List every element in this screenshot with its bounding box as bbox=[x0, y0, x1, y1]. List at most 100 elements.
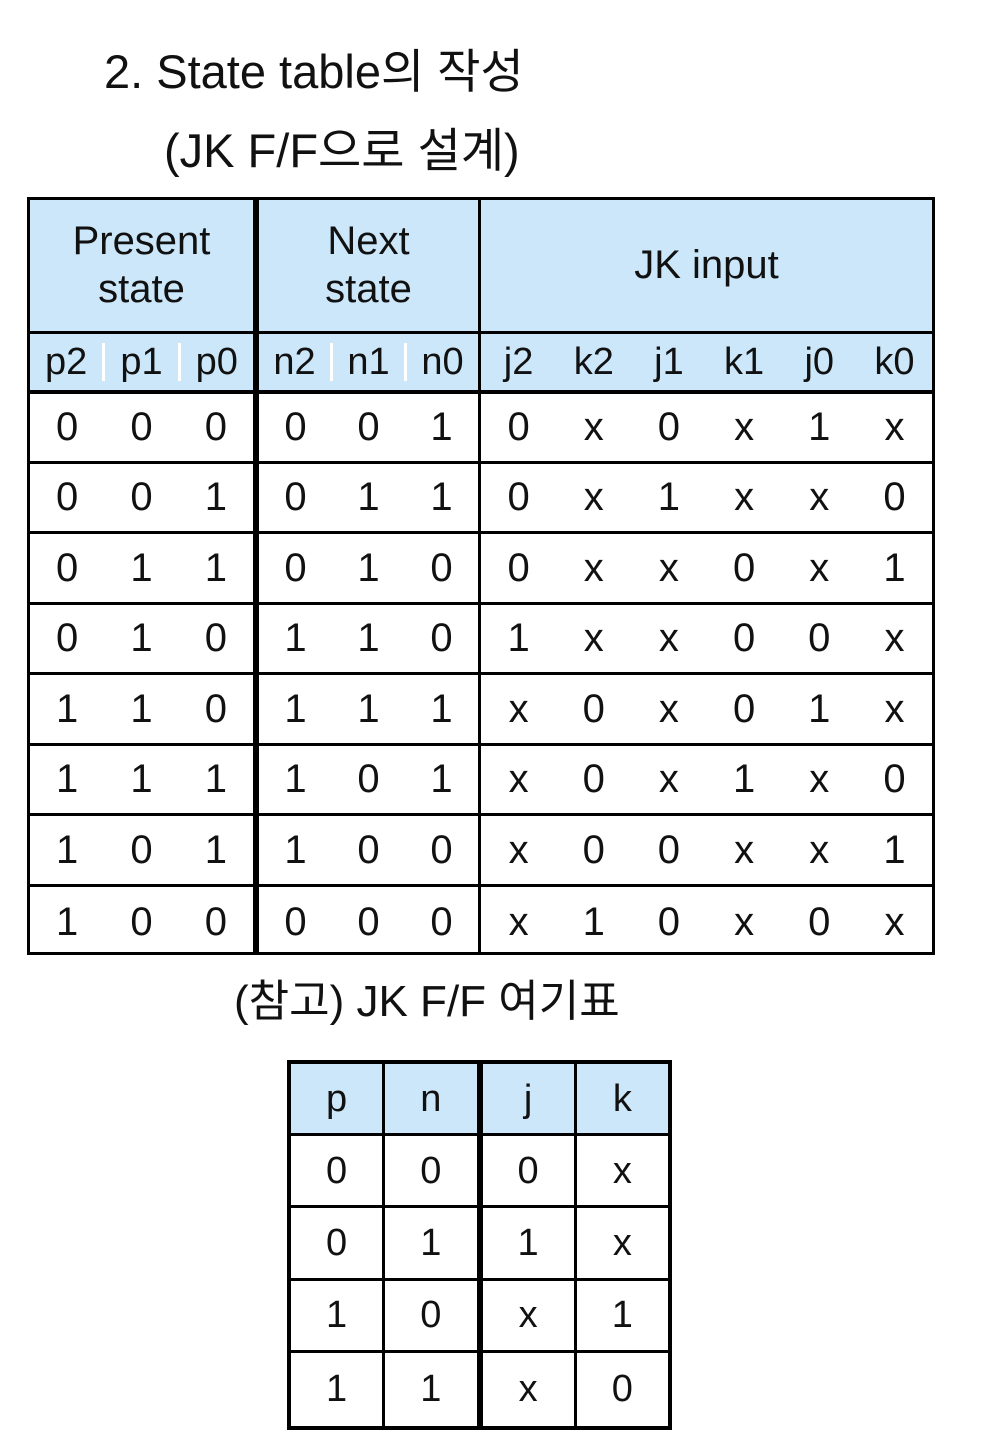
group-header-jk-input-line1: JK input bbox=[634, 242, 779, 287]
state-table-group-header-row: Present state Next state JK input bbox=[30, 200, 932, 331]
cell-next-state-2: 1 bbox=[357, 616, 380, 661]
rule-under-group-header bbox=[30, 331, 932, 334]
cell-jk-input-6: 0 bbox=[883, 757, 906, 802]
excitation-cell-p-3: 1 bbox=[291, 1280, 386, 1351]
state-table: Present state Next state JK input p2 p1 … bbox=[27, 197, 935, 955]
cell-present-state-1: 0 bbox=[56, 404, 79, 449]
group-header-next-state-line2: state bbox=[325, 266, 412, 311]
cell-jk-input-5: x bbox=[809, 757, 830, 802]
row-1-present-state: 0 0 0 bbox=[30, 393, 253, 461]
cell-jk-input-1: x bbox=[508, 827, 529, 872]
cell-present-state-1: 0 bbox=[56, 475, 79, 520]
cell-present-state-2: 0 bbox=[130, 404, 153, 449]
cell-jk-input-4: x bbox=[734, 899, 755, 944]
cell-present-state-3: 1 bbox=[204, 475, 227, 520]
divider-present-next bbox=[253, 200, 259, 952]
excitation-header-j: j bbox=[483, 1064, 577, 1133]
cell-jk-input-1: x bbox=[508, 686, 529, 731]
cell-jk-input-6: 0 bbox=[883, 475, 906, 520]
slide-title-line-2: (JK F/F으로 설계) bbox=[164, 124, 520, 177]
excitation-header-p: p bbox=[291, 1064, 386, 1133]
cell-jk-input-6: 1 bbox=[883, 545, 906, 590]
cell-next-state-1: 1 bbox=[284, 616, 307, 661]
sub-header-k0: k0 bbox=[874, 341, 915, 383]
cell-jk-input-5: 0 bbox=[808, 899, 831, 944]
excitation-header-k: k bbox=[612, 1077, 632, 1120]
excitation-cell-k-1: x bbox=[612, 1149, 632, 1192]
cell-present-state-2: 0 bbox=[130, 827, 153, 872]
rule-under-sub-header bbox=[30, 390, 932, 394]
excitation-cell-p-4: 1 bbox=[291, 1353, 386, 1426]
cell-present-state-1: 1 bbox=[56, 827, 79, 872]
cell-jk-input-2: 0 bbox=[582, 827, 605, 872]
excitation-cell-j-4: x bbox=[483, 1353, 577, 1426]
cell-jk-input-2: x bbox=[583, 404, 604, 449]
sub-header-k1: k1 bbox=[724, 341, 765, 383]
excitation-cell-k-3: 1 bbox=[611, 1294, 633, 1337]
cell-next-state-2: 1 bbox=[357, 686, 380, 731]
group-header-present-state-line1: Present bbox=[72, 219, 211, 264]
cell-next-state-1: 1 bbox=[284, 827, 307, 872]
sub-header-n0: n0 bbox=[421, 341, 464, 383]
cell-jk-input-3: 1 bbox=[657, 475, 681, 520]
cell-present-state-2: 1 bbox=[130, 616, 153, 661]
excitation-cell-n-4: 1 bbox=[385, 1353, 483, 1426]
cell-present-state-3: 1 bbox=[204, 545, 227, 590]
excitation-cell-j-3: x bbox=[483, 1280, 577, 1351]
sub-header-n1: n1 bbox=[333, 343, 407, 381]
excitation-cell-n-3: 0 bbox=[385, 1280, 483, 1351]
excitation-header-row: p n j k bbox=[291, 1064, 668, 1136]
cell-jk-input-6: x bbox=[884, 404, 905, 449]
cell-next-state-3: 1 bbox=[430, 686, 453, 731]
excitation-cell-p-1: 0 bbox=[291, 1136, 386, 1206]
cell-jk-input-5: 1 bbox=[808, 404, 831, 449]
cell-present-state-2: 0 bbox=[130, 899, 153, 944]
cell-present-state-3: 0 bbox=[204, 686, 227, 731]
cell-present-state-1: 1 bbox=[56, 757, 79, 802]
excitation-cell-k-4: 0 bbox=[611, 1368, 633, 1411]
cell-next-state-3: 0 bbox=[430, 827, 453, 872]
row-7-next-state: 1 0 0 bbox=[259, 816, 478, 884]
cell-present-state-1: 0 bbox=[56, 545, 79, 590]
cell-jk-input-3: x bbox=[658, 757, 679, 802]
sub-header-p2: p2 bbox=[30, 343, 106, 381]
excitation-cell-n-2: 1 bbox=[385, 1208, 483, 1278]
sub-header-jk-input: j2 k2 j1 k1 j0 k0 bbox=[481, 331, 932, 393]
cell-present-state-2: 1 bbox=[130, 686, 153, 731]
excitation-header-n: n bbox=[385, 1064, 483, 1133]
cell-next-state-2: 0 bbox=[357, 827, 380, 872]
cell-jk-input-3: 0 bbox=[657, 827, 681, 872]
cell-jk-input-4: 0 bbox=[732, 616, 756, 661]
cell-jk-input-6: 1 bbox=[883, 827, 906, 872]
sub-header-present-state: p2 p1 p0 bbox=[30, 331, 253, 393]
sub-header-j2: j2 bbox=[503, 341, 534, 383]
cell-next-state-2: 0 bbox=[357, 404, 380, 449]
cell-present-state-3: 0 bbox=[204, 404, 227, 449]
cell-present-state-3: 0 bbox=[204, 899, 227, 944]
cell-jk-input-6: x bbox=[884, 616, 905, 661]
slide-title-line-1: 2. State table의 작성 bbox=[104, 45, 524, 98]
cell-jk-input-1: x bbox=[508, 899, 529, 944]
excitation-cell-k-2: x bbox=[612, 1222, 632, 1265]
cell-jk-input-3: 0 bbox=[657, 404, 681, 449]
